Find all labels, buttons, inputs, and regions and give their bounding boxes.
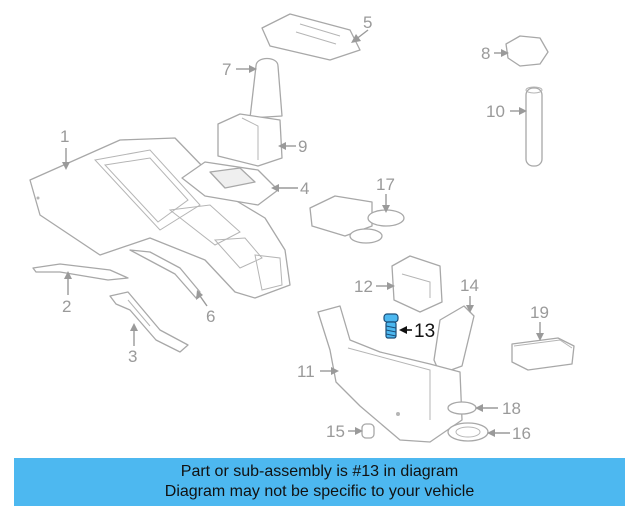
part-4-shift-bezel (181, 161, 279, 206)
part-10-rod (525, 86, 543, 167)
callout-7: 7 (222, 60, 231, 79)
callout-13: 13 (414, 321, 435, 342)
callout-11: 11 (297, 362, 315, 381)
part-2-trim-strip (32, 263, 129, 281)
part-12-block (391, 255, 443, 313)
part-1-console-body (29, 137, 291, 299)
callout-4: 4 (300, 179, 309, 198)
part-14-lid (433, 305, 475, 375)
callout-labels: 1 2 3 4 5 6 7 8 9 10 11 12 13 14 15 16 1… (60, 13, 549, 443)
callout-2: 2 (62, 297, 71, 316)
part-17-cupholder-insert (309, 195, 405, 244)
callout-9: 9 (298, 137, 307, 156)
banner-line-2: Diagram may not be specific to your vehi… (164, 483, 475, 500)
part-7-shift-knob (249, 57, 283, 119)
callout-15: 15 (326, 422, 345, 441)
banner-line-1: Part or sub-assembly is #13 in diagram (180, 463, 459, 480)
part-13-bolt-highlighted (383, 313, 399, 339)
callout-leaders (62, 29, 544, 437)
callout-8: 8 (481, 44, 490, 63)
part-8-knob (505, 35, 549, 67)
callout-17: 17 (376, 175, 395, 194)
callout-1: 1 (60, 127, 69, 146)
callout-3: 3 (128, 347, 137, 366)
part-19-box (511, 337, 575, 371)
callout-6: 6 (206, 307, 215, 326)
part-3-bracket (109, 291, 189, 353)
part-18-ring (447, 401, 477, 415)
callout-19: 19 (530, 303, 549, 322)
parts-diagram: 1 2 3 4 5 6 7 8 9 10 11 12 13 14 15 16 1… (29, 13, 575, 443)
part-6-side-trim (129, 249, 201, 299)
callout-10: 10 (486, 102, 505, 121)
callout-5: 5 (363, 13, 372, 32)
info-banner: Part or sub-assembly is #13 in diagram D… (14, 458, 625, 506)
part-15-plug (361, 423, 375, 439)
callout-12: 12 (354, 277, 373, 296)
part-11-rear-console (317, 305, 463, 443)
callout-18: 18 (502, 399, 521, 418)
part-5-shifter-plate (261, 13, 361, 61)
callout-16: 16 (512, 424, 531, 443)
callout-14: 14 (460, 276, 479, 295)
part-9-shift-boot (217, 113, 283, 167)
part-16-cup-holder (447, 422, 489, 442)
